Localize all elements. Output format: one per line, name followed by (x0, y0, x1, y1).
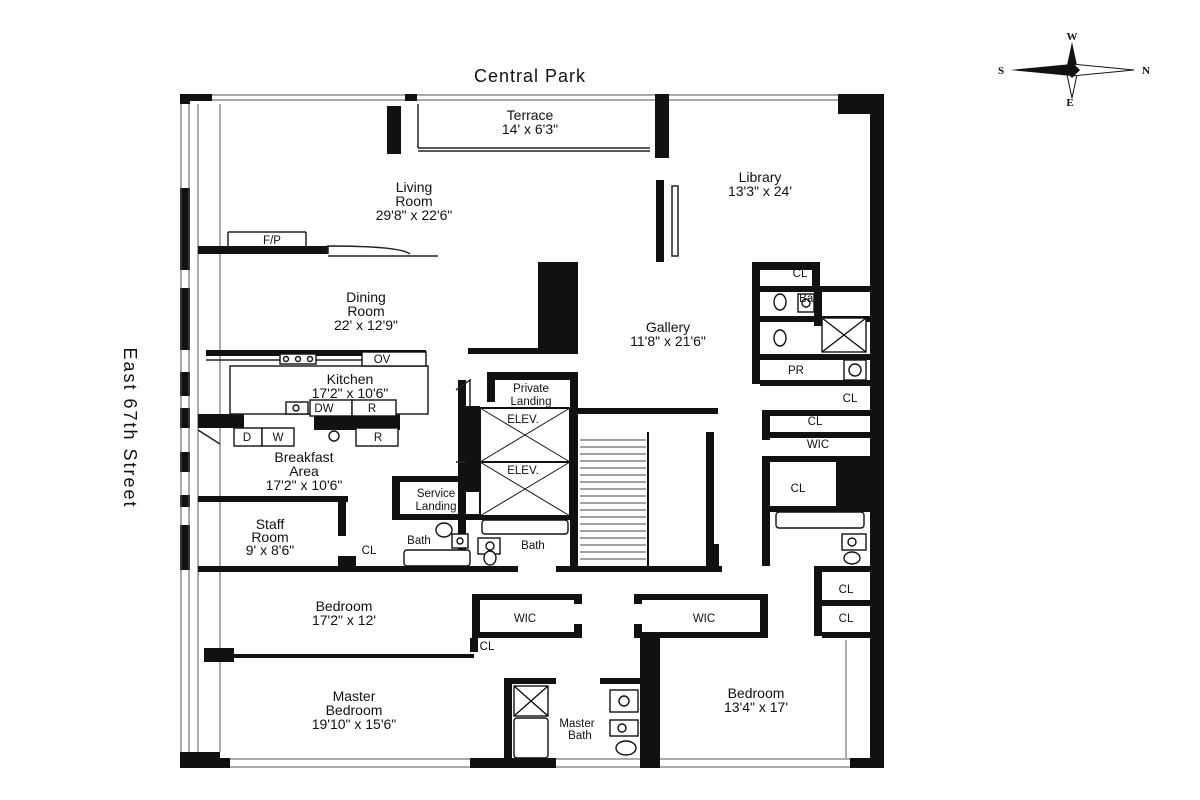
exterior-walls (180, 94, 884, 768)
living-room-label-1: Living (396, 179, 433, 195)
elevator-1-label: ELEV. (507, 414, 539, 426)
left-wic-label: WIC (514, 613, 536, 625)
staff-room-size: 9' x 8'6" (246, 542, 294, 558)
center-wic-label: WIC (693, 613, 715, 625)
terrace-size: 14' x 6'3" (502, 121, 558, 137)
refrigerator-2-label: R (374, 432, 382, 444)
dining-room-label-1: Dining (346, 289, 386, 305)
breakfast-area-size: 17'2" x 10'6" (266, 477, 343, 493)
staff-room-label-1: Staff (256, 516, 285, 532)
dryer-label: D (243, 432, 251, 444)
terrace-label: Terrace (507, 107, 554, 123)
compass-n: N (1142, 65, 1150, 77)
library-closet-label: CL (793, 268, 808, 280)
kitchen-size: 17'2" x 10'6" (312, 385, 389, 401)
living-room-size: 29'8" x 22'6" (376, 207, 453, 223)
kitchen-label: Kitchen (327, 371, 374, 387)
master-bath-label-1: Master (559, 718, 594, 730)
staff-bath-label: Bath (407, 535, 431, 547)
washer-label: W (273, 432, 284, 444)
private-landing-label-2: Landing (511, 396, 552, 408)
right-closet-3-label: CL (839, 584, 854, 596)
compass-e: E (1066, 97, 1073, 109)
breakfast-area-label-2: Area (289, 463, 319, 479)
library-bath-label: Bath (799, 293, 823, 305)
east-67th-street-label: East 67th Street (120, 347, 140, 508)
private-landing-label-1: Private (513, 383, 549, 395)
staff-closet-label: CL (362, 545, 377, 557)
bedroom-1-label: Bedroom (316, 598, 373, 614)
gallery-label: Gallery (646, 319, 690, 335)
elevators (466, 406, 571, 517)
staff-room-label-2: Room (251, 529, 288, 545)
master-bedroom-label-2: Bedroom (326, 702, 383, 718)
compass-arrow-north (1071, 63, 1135, 77)
compass-s: S (998, 65, 1004, 77)
refrigerator-1-label: R (368, 403, 376, 415)
right-closet-2-label: CL (791, 483, 806, 495)
master-bedroom-size: 19'10" x 15'6" (312, 716, 397, 732)
kitchen-appliances (233, 351, 427, 447)
library-size: 13'3" x 24' (728, 183, 792, 199)
right-closet-4-label: CL (839, 613, 854, 625)
fireplace-label: F/P (263, 235, 281, 247)
oven-label: OV (374, 354, 391, 366)
dining-room-label-2: Room (347, 303, 384, 319)
compass-center (1064, 62, 1080, 78)
library-label: Library (739, 169, 782, 185)
dishwasher-label: DW (314, 403, 333, 415)
living-room-label-2: Room (395, 193, 432, 209)
breakfast-area-label-1: Breakfast (274, 449, 333, 465)
fixture-labels: F/P OV DW R D W R ELEV. ELEV. CL Bath PR… (243, 235, 858, 653)
compass-w: W (1067, 31, 1078, 43)
bedroom-1-size: 17'2" x 12' (312, 612, 376, 628)
dining-room-size: 22' x 12'9" (334, 317, 398, 333)
service-landing-label-1: Service (417, 488, 455, 500)
central-park-label: Central Park (474, 66, 586, 86)
center-bath-label: Bath (521, 540, 545, 552)
staircase[interactable] (578, 414, 706, 566)
right-closet-1-label: CL (808, 416, 823, 428)
bedroom-closet-label: CL (480, 641, 495, 653)
elevator-2-label: ELEV. (507, 465, 539, 477)
bedroom-2-size: 13'4" x 17' (724, 699, 788, 715)
service-landing-label-2: Landing (416, 501, 457, 513)
master-bedroom-label-1: Master (333, 688, 376, 704)
room-labels: Terrace 14' x 6'3" Library 13'3" x 24' L… (246, 107, 792, 742)
interior-walls (198, 94, 870, 762)
compass-arrow-south (1010, 64, 1072, 76)
pr-closet-label: CL (843, 393, 858, 405)
compass-arrow-west (1066, 42, 1078, 70)
right-wic-label: WIC (807, 439, 829, 451)
gallery-size: 11'8" x 21'6" (630, 333, 706, 349)
master-bath-label-2: Bath (568, 730, 592, 742)
bedroom-2-label: Bedroom (728, 685, 785, 701)
powder-room-label: PR (788, 365, 804, 377)
compass-rose: W S N E (998, 31, 1150, 109)
fixtures (279, 293, 867, 759)
